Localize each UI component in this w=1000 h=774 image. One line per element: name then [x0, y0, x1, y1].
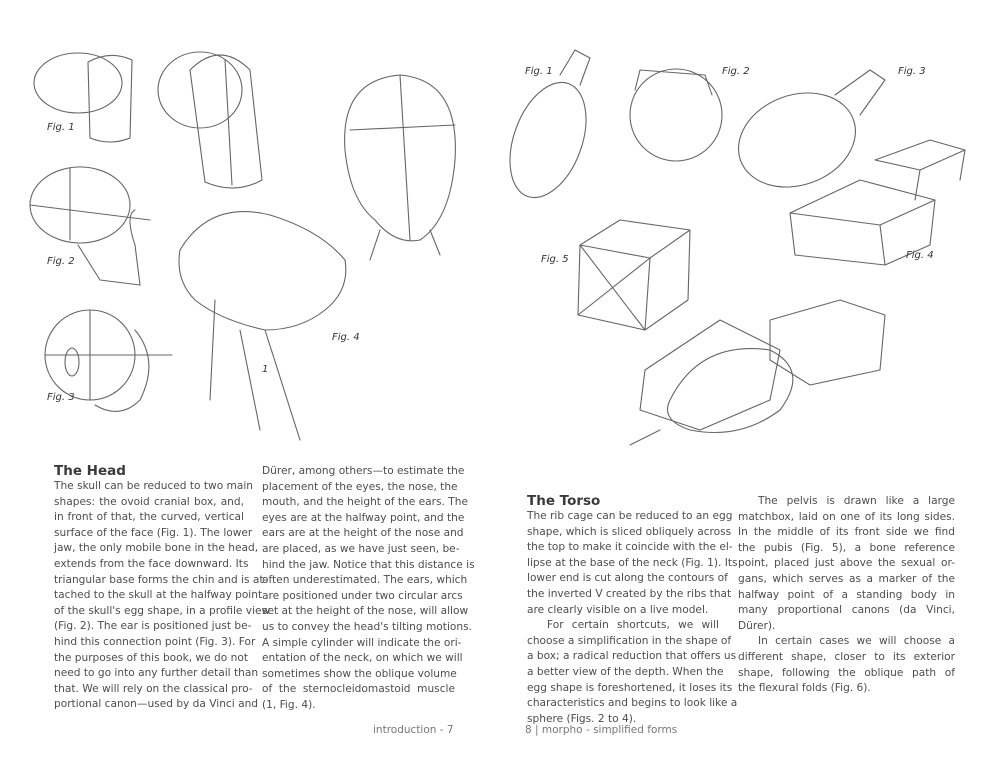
figure-label: Fig. 4 — [332, 332, 360, 343]
text-line: halfway point of a standing body in — [738, 588, 955, 601]
text-line: characteristics and begins to look like … — [527, 697, 738, 710]
text-line: matchbox, laid on one of its long sides. — [738, 510, 955, 523]
text-line: a box; a radical reduction that offers u… — [527, 650, 737, 663]
text-line: need to go into any further detail than — [54, 667, 259, 680]
head-volume-sketch — [157, 51, 263, 189]
text-line: the pubis (Fig. 5), a bone reference — [738, 541, 955, 554]
text-line: that. We will rely on the classical pro- — [54, 682, 253, 695]
text-line: in front of that, the curved, vertical — [54, 511, 244, 524]
text-line: eyes are at the halfway point, and the — [262, 511, 465, 524]
text-line: the top to make it coincide with the el- — [527, 541, 733, 554]
text-line: are positioned under two circular arcs — [262, 589, 463, 602]
text-line: of the skull's egg shape, in a profile v… — [54, 604, 271, 617]
torso-text-column-1: The rib cage can be reduced to an egg sha… — [527, 509, 738, 727]
text-line: The skull can be reduced to two main — [54, 480, 254, 492]
section-heading-head: The Head — [54, 463, 126, 479]
page-footer-left: introduction - 7 — [373, 724, 454, 736]
torso-fig1-egg-sketch — [509, 49, 591, 199]
figure-label: Fig. 1 — [47, 122, 75, 133]
figure-label: 1 — [262, 364, 269, 375]
text-line: (Fig. 2). The ear is positioned just be- — [54, 620, 252, 633]
head-text-column-1: The skull can be reduced to two main shap… — [54, 479, 271, 713]
text-line: Dürer, among others—to estimate the — [262, 465, 465, 477]
figure-label: Fig. 5 — [541, 254, 569, 265]
text-line: A simple cylinder will indicate the ori- — [262, 636, 462, 649]
section-heading-torso: The Torso — [527, 493, 601, 509]
figure-label: Fig. 2 — [722, 66, 750, 77]
text-line: the purposes of this book, we do not — [54, 651, 248, 664]
text-line: In the middle of its front side we find — [738, 526, 955, 539]
text-line: sometimes show the oblique volume — [262, 667, 457, 680]
text-line: jaw, the only mobile bone in the head, — [54, 542, 259, 555]
text-line: placement of the eyes, the nose, the — [262, 480, 458, 493]
text-line: lower end is cut along the contours of — [527, 572, 728, 585]
text-line: us to convey the head's tilting motions. — [262, 620, 472, 633]
text-line: extends from the face downward. Its — [54, 557, 249, 570]
text-line: egg shape is foreshortened, it loses its — [527, 681, 733, 694]
text-line: many proportional canons (da Vinci, — [738, 604, 955, 617]
torso-fig3-ellipse-sketch — [738, 69, 886, 188]
torso-text-column-2: The pelvis is drawn like a large matchbox… — [738, 494, 955, 697]
text-line: ears are at the height of the nose and — [262, 527, 464, 540]
text-line: tached to the skull at the halfway point — [54, 589, 263, 602]
text-line: sphere (Figs. 2 to 4). — [527, 712, 637, 725]
text-line: portional canon—used by da Vinci and — [54, 698, 259, 711]
pelvis-fig6-sketch — [629, 299, 886, 446]
text-line: choose a simplification in the shape of — [527, 634, 732, 647]
page-footer-right: 8 | morpho - simplified forms — [525, 724, 678, 736]
head-fig1-sketch — [33, 52, 133, 143]
text-line: entation of the neck, on which we will — [262, 652, 463, 665]
text-line: are clearly visible on a live model. — [527, 603, 709, 616]
text-line: point, placed just above the sexual or- — [738, 557, 955, 570]
text-line: mouth, and the height of the ears. The — [262, 496, 468, 509]
text-line: surface of the face (Fig. 1). The lower — [54, 526, 253, 539]
figure-label: Fig. 4 — [906, 250, 934, 261]
text-line: The pelvis is drawn like a large — [758, 495, 955, 507]
head-three-quarter-sketch — [344, 74, 456, 261]
text-line: For certain shortcuts, we will — [547, 619, 719, 632]
text-line: hind the jaw. Notice that this distance … — [262, 558, 475, 571]
text-line: are placed, as we have just seen, be- — [262, 542, 460, 555]
text-line: of the sternocleidomastoid muscle — [262, 683, 455, 696]
text-line: the flexural folds (Fig. 6). — [738, 682, 871, 695]
figure-label: Fig. 2 — [47, 256, 75, 267]
head-tilted-fig4-sketch — [178, 211, 347, 441]
figure-label: Fig. 3 — [898, 66, 926, 77]
text-line: triangular base forms the chin and is at… — [54, 573, 268, 586]
text-line: gans, which serves as a marker of the — [738, 572, 955, 585]
text-line: set at the height of the nose, will allo… — [262, 605, 469, 618]
text-line: a better view of the depth. When the — [527, 665, 724, 678]
text-line: shapes: the ovoid cranial box, and, — [54, 495, 244, 508]
text-line: In certain cases we will choose a — [758, 635, 955, 648]
text-line: the inverted V created by the ribs that — [527, 587, 732, 600]
text-line: shape, following the oblique path of — [738, 666, 955, 679]
text-line: (1, Fig. 4). — [262, 698, 316, 711]
figure-label: Fig. 3 — [47, 392, 75, 403]
text-line: shape, which is sliced obliquely across — [527, 525, 732, 538]
torso-fig2-sphere-sketch — [629, 68, 723, 162]
head-fig2-sketch — [29, 166, 151, 286]
text-line: Dürer). — [738, 619, 776, 632]
text-line: The rib cage can be reduced to an egg — [527, 510, 733, 522]
head-fig3-sketch — [44, 309, 173, 412]
text-line: hind this connection point (Fig. 3). For — [54, 635, 256, 648]
pelvis-fig5-box-sketch — [577, 219, 691, 331]
head-text-column-2: Dürer, among others—to estimate the place… — [262, 464, 475, 714]
figure-label: Fig. 1 — [525, 66, 553, 77]
text-line: lipse at the base of the neck (Fig. 1). … — [527, 556, 738, 569]
text-line: different shape, closer to its exterior — [738, 650, 955, 663]
torso-fig4-boxes-sketch — [789, 139, 966, 266]
text-line: often underestimated. The ears, which — [262, 574, 468, 587]
